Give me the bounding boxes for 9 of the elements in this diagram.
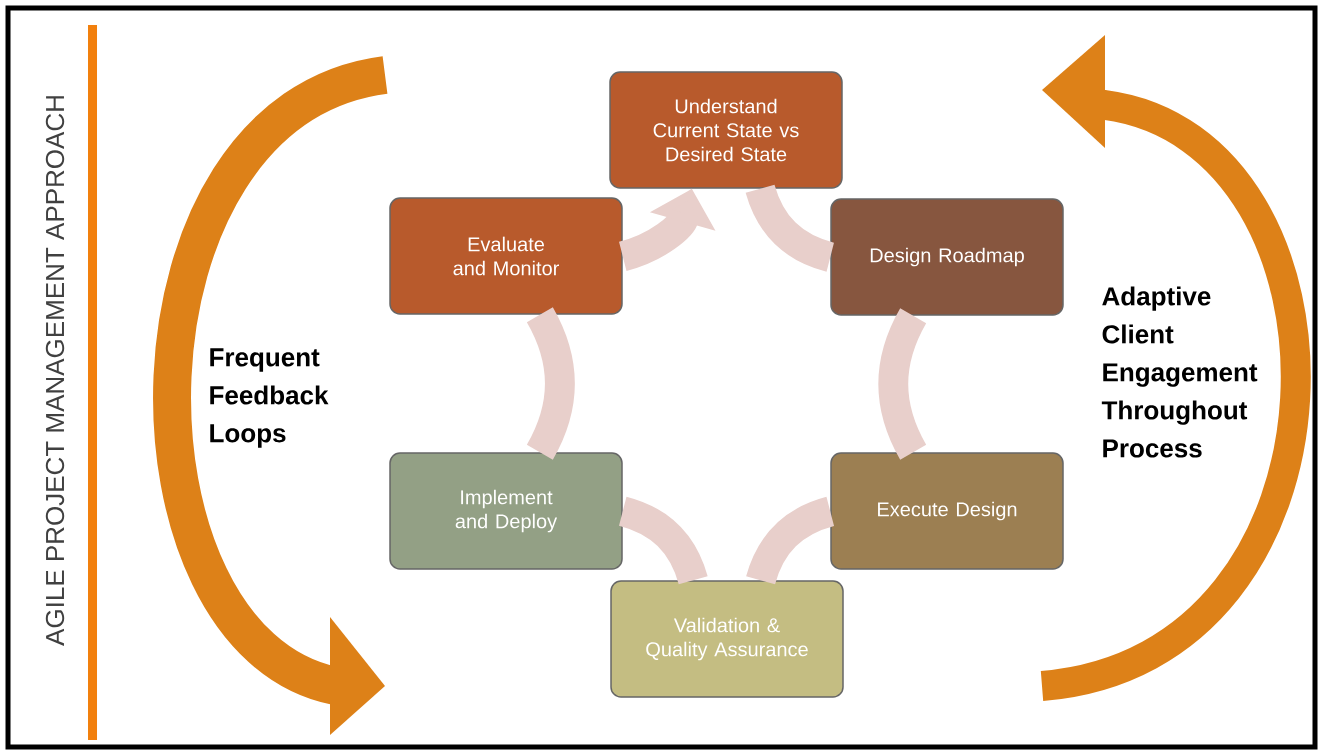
process-box: Design Roadmap — [830, 198, 1064, 316]
side-label: Adaptive Client Engagement Throughout Process — [1101, 286, 1258, 458]
side-label: Frequent Feedback Loops — [210, 348, 329, 448]
process-box: Implement and Deploy — [389, 452, 623, 570]
process-box: Validation & Quality Assurance — [610, 580, 844, 698]
title: AGILE PROJECT MANAGEMENT APPROACH — [45, 96, 65, 646]
process-box: Understand Current State vs Desired State — [609, 71, 843, 189]
process-box: Execute Design — [830, 452, 1064, 570]
process-box: Evaluate and Monitor — [389, 197, 623, 315]
